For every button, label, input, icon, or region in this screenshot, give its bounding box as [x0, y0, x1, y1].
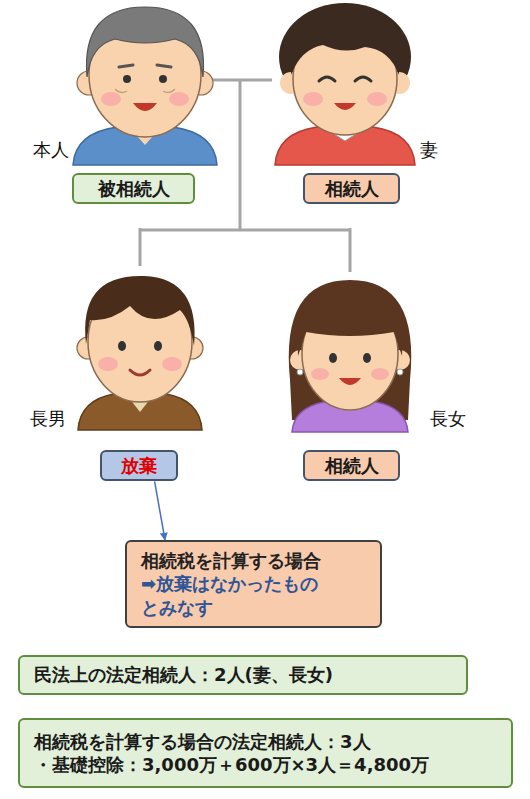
person-label: 長女	[430, 407, 466, 431]
heir-box: 相続人	[303, 450, 400, 481]
box-text: ➡放棄はなかったもの とみなす	[141, 572, 366, 619]
box-text: 相続人	[325, 454, 379, 477]
father-figure	[73, 7, 217, 165]
box-text: ・基礎控除：3,000万＋600万×3人＝4,800万	[34, 753, 429, 776]
deceased-box: 被相続人	[72, 173, 195, 204]
box-text: 相続人	[325, 177, 379, 200]
box-text: 被相続人	[98, 177, 170, 200]
box-text: 民法上の法定相続人：2人(妻、長女)	[34, 663, 333, 686]
summary-box: 相続税を計算する場合の法定相続人：3人・基礎控除：3,000万＋600万×3人＝…	[18, 718, 513, 788]
summary-box: 民法上の法定相続人：2人(妻、長女)	[18, 655, 468, 695]
son-figure	[77, 276, 203, 430]
person-label: 妻	[420, 138, 438, 162]
box-text: 放棄	[121, 454, 157, 477]
person-label: 本人	[33, 138, 69, 162]
heir-box: 相続人	[303, 173, 400, 204]
daughter-figure	[289, 280, 412, 432]
arrow-connector	[155, 481, 165, 540]
box-text: 相続税を計算する場合	[141, 549, 321, 572]
box-text: 相続税を計算する場合の法定相続人：3人	[34, 730, 371, 753]
callout-box: 相続税を計算する場合➡放棄はなかったもの とみなす	[125, 540, 382, 628]
person-label: 長男	[30, 407, 66, 431]
renounce-box: 放棄	[100, 450, 178, 481]
mother-figure	[275, 3, 415, 165]
